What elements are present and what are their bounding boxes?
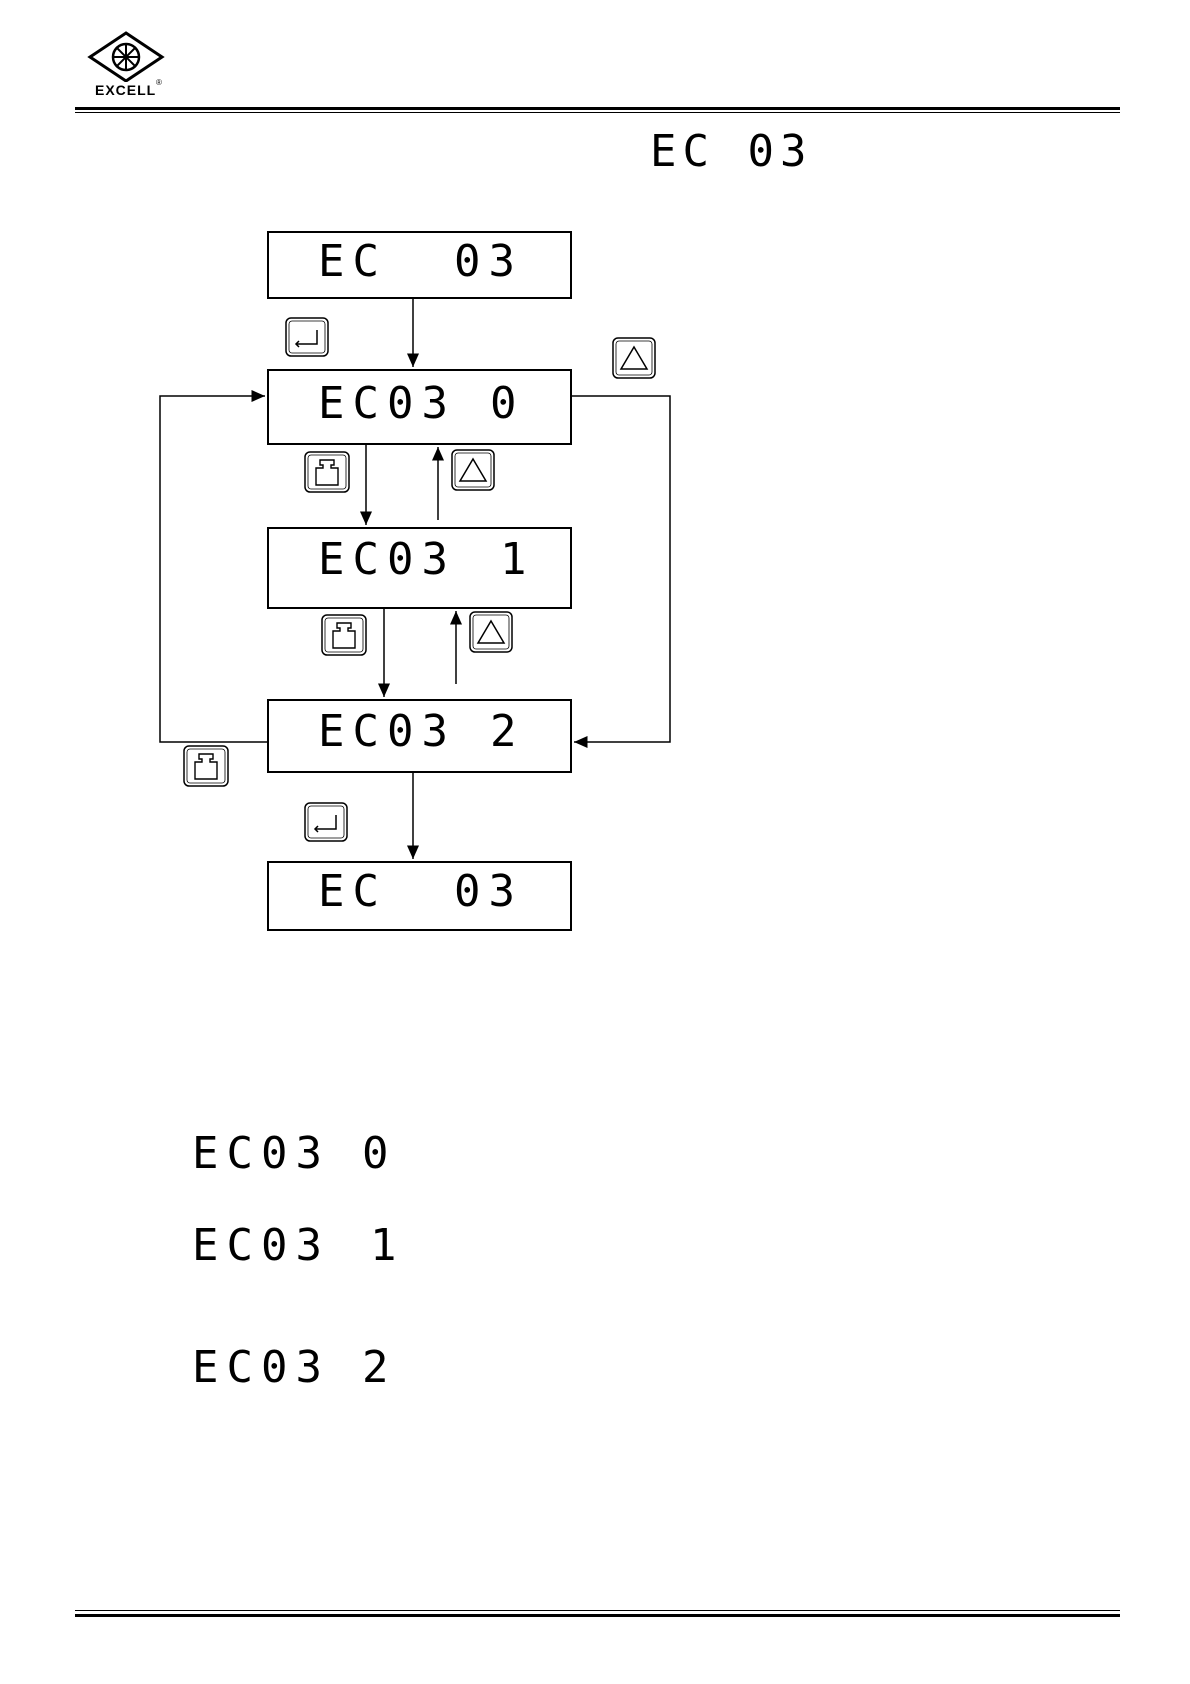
up-arrow-key-icon <box>452 450 494 490</box>
display-5-right: 03 <box>454 866 523 917</box>
footer-rule <box>75 1614 1120 1617</box>
up-arrow-key-icon <box>613 338 655 378</box>
option-2-left: EC03 <box>192 1342 330 1393</box>
option-1: EC03 1 <box>192 1220 405 1271</box>
display-box-5: EC 03 <box>268 862 571 930</box>
display-1-left: EC <box>318 236 387 287</box>
option-0-left: EC03 <box>192 1128 330 1179</box>
option-0: EC03 0 <box>192 1128 397 1179</box>
enter-key-icon <box>286 318 328 356</box>
arrow-4-to-2-loop <box>160 396 268 742</box>
footer-rule-thin <box>75 1610 1120 1611</box>
display-box-2: EC03 0 <box>268 370 571 444</box>
option-2-right: 2 <box>362 1342 397 1393</box>
display-3-left: EC03 <box>318 534 456 585</box>
display-2-right: 0 <box>490 378 525 429</box>
display-5-left: EC <box>318 866 387 917</box>
tare-weight-key-icon <box>184 746 228 786</box>
display-box-3: EC03 1 <box>268 528 571 608</box>
display-4-right: 2 <box>490 706 525 757</box>
display-4-left: EC03 <box>318 706 456 757</box>
display-3-right: 1 <box>500 534 535 585</box>
display-2-left: EC03 <box>318 378 456 429</box>
tare-weight-key-icon <box>322 615 366 655</box>
tare-weight-key-icon <box>305 452 349 492</box>
option-1-left: EC03 <box>192 1220 330 1271</box>
up-arrow-key-icon <box>470 612 512 652</box>
display-box-4: EC03 2 <box>268 700 571 772</box>
option-1-right: 1 <box>370 1220 405 1271</box>
arrow-2-to-4-loop <box>571 396 670 742</box>
enter-key-icon <box>305 803 347 841</box>
option-2: EC03 2 <box>192 1342 397 1393</box>
option-0-right: 0 <box>362 1128 397 1179</box>
display-box-1: EC 03 <box>268 232 571 298</box>
display-1-right: 03 <box>454 236 523 287</box>
